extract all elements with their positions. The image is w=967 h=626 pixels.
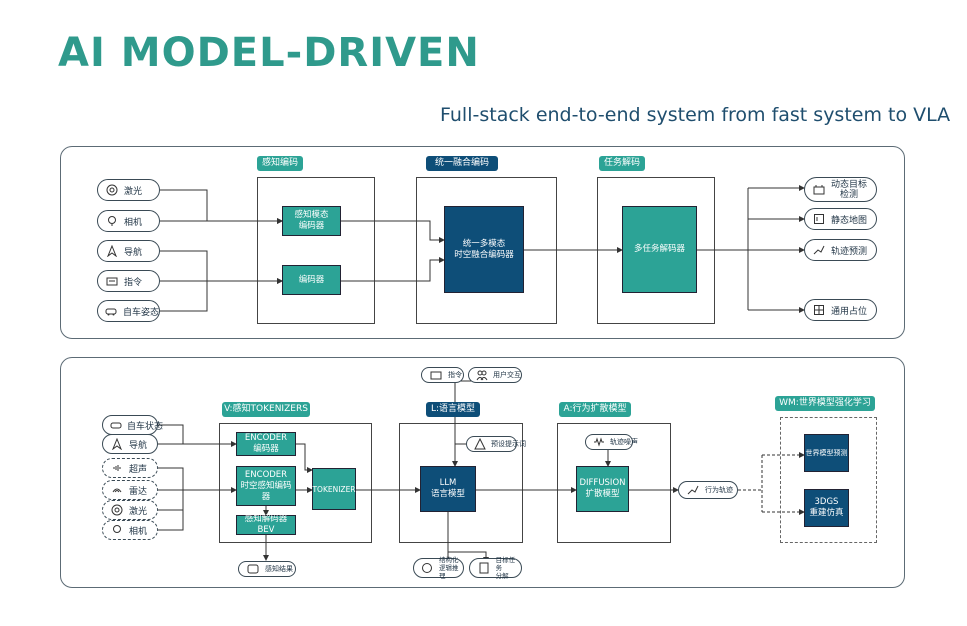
lidar-icon bbox=[105, 183, 119, 197]
users-icon bbox=[476, 368, 488, 382]
output-label: 通用占位 bbox=[831, 306, 868, 317]
diffusion-block: DIFFUSION 扩散模型 bbox=[576, 466, 629, 512]
chip-trajectory-noise: 轨迹噪声 bbox=[585, 434, 638, 450]
a-stage-label: A:行为扩散模型 bbox=[559, 402, 631, 417]
chip-task-decomposition: 目标任务 分解 bbox=[469, 556, 522, 580]
trajectory-icon bbox=[686, 483, 700, 497]
task-icon bbox=[477, 561, 491, 575]
chip-label: 目标任务 分解 bbox=[495, 556, 516, 580]
camera-icon bbox=[110, 523, 124, 537]
input-label: 相机 bbox=[124, 217, 143, 228]
encoder-nav-block: ENCODER 编码器 bbox=[236, 432, 296, 456]
input-label: 导航 bbox=[124, 247, 143, 258]
chip-label: 行为轨迹 bbox=[705, 486, 733, 494]
input-label: 相机 bbox=[129, 526, 148, 537]
perception-encoder-block: 感知模态 编码器 bbox=[282, 206, 341, 236]
wm-stage bbox=[780, 417, 877, 543]
input-label: 雷达 bbox=[129, 486, 148, 497]
input-command: 指令 bbox=[97, 270, 160, 292]
input-radar: 雷达 bbox=[102, 480, 158, 500]
multitask-decoder-block: 多任务解码器 bbox=[622, 206, 697, 293]
input-label: 自车姿态 bbox=[122, 307, 159, 318]
lidar-icon bbox=[110, 503, 124, 517]
output-label: 轨迹预测 bbox=[831, 246, 868, 257]
3dgs-simulation-block: 3DGS 重建仿真 bbox=[804, 489, 849, 527]
chip-behavior-trajectory: 行为轨迹 bbox=[678, 481, 738, 499]
car-icon bbox=[105, 304, 118, 318]
page-title: AI MODEL-DRIVEN bbox=[58, 30, 480, 76]
input-label: 自车状态 bbox=[127, 421, 164, 432]
chip-label: 指令 bbox=[448, 371, 462, 379]
chip-preset-prompt: 预设提示词 bbox=[466, 436, 526, 452]
chip-label: 感知结果 bbox=[265, 565, 293, 573]
radar-icon bbox=[110, 483, 124, 497]
spatiotemporal-encoder-block: ENCODER 时空感知编码器 bbox=[236, 466, 296, 506]
perception-stage bbox=[257, 177, 375, 324]
camera-icon bbox=[105, 214, 119, 228]
input-label: 激光 bbox=[124, 186, 143, 197]
command-icon bbox=[429, 368, 443, 382]
output-trajectory-prediction: 轨迹预测 bbox=[804, 239, 877, 261]
input-lidar: 激光 bbox=[102, 500, 158, 520]
fusion-stage-label: 统一融合编码 bbox=[426, 156, 498, 171]
ultrasonic-icon bbox=[110, 461, 124, 475]
chip-label: 用户交互 bbox=[493, 371, 521, 379]
chip-label: 预设提示词 bbox=[491, 440, 526, 448]
chip-user-interaction: 用户交互 bbox=[468, 367, 522, 383]
command-icon bbox=[105, 274, 119, 288]
chip-label: 结构化 逻辑推理 bbox=[438, 556, 459, 580]
bottom-panel bbox=[60, 357, 905, 588]
input-label: 超声 bbox=[129, 464, 148, 475]
input-navigation: 导航 bbox=[102, 434, 158, 454]
encoder-block: 编码器 bbox=[282, 265, 341, 295]
chip-label: 轨迹噪声 bbox=[610, 438, 638, 446]
output-general-occupancy: 通用占位 bbox=[804, 299, 877, 321]
input-label: 指令 bbox=[124, 277, 143, 288]
world-model-prediction-block: 世界模型预测 bbox=[804, 434, 849, 472]
llm-block: LLM 语言模型 bbox=[420, 466, 476, 512]
input-ultrasonic: 超声 bbox=[102, 458, 158, 478]
input-lidar: 激光 bbox=[97, 179, 160, 201]
occupancy-icon bbox=[812, 303, 826, 317]
perception-stage-label: 感知编码 bbox=[257, 156, 303, 171]
output-label: 动态目标 检测 bbox=[831, 179, 868, 200]
input-ego-pose: 自车姿态 bbox=[97, 300, 160, 322]
logic-icon bbox=[421, 561, 434, 575]
chip-perception-result: 感知结果 bbox=[238, 561, 296, 577]
chip-structured-reasoning: 结构化 逻辑推理 bbox=[413, 556, 464, 580]
navigation-icon bbox=[105, 244, 119, 258]
output-static-map: 静态地图 bbox=[804, 208, 877, 230]
l-stage-label: L:语言模型 bbox=[426, 402, 480, 417]
input-ego-state: 自车状态 bbox=[102, 415, 163, 435]
task-stage-label: 任务解码 bbox=[599, 156, 645, 171]
bev-decoder-block: 感知解码器 BEV bbox=[236, 514, 296, 535]
wm-stage-label: WM:世界模型强化学习 bbox=[775, 396, 875, 411]
input-label: 导航 bbox=[129, 440, 148, 451]
trajectory-icon bbox=[812, 243, 826, 257]
result-icon bbox=[246, 562, 260, 576]
page-subtitle: Full-stack end-to-end system from fast s… bbox=[440, 104, 951, 126]
noise-icon bbox=[593, 435, 605, 449]
tokenizer-block: TOKENIZER bbox=[312, 468, 356, 510]
chip-command: 指令 bbox=[421, 367, 464, 383]
input-camera: 相机 bbox=[97, 210, 160, 232]
input-camera: 相机 bbox=[102, 520, 158, 540]
input-navigation: 导航 bbox=[97, 240, 160, 262]
detection-icon bbox=[812, 183, 826, 197]
navigation-icon bbox=[110, 437, 124, 451]
map-icon bbox=[812, 212, 826, 226]
input-label: 激光 bbox=[129, 506, 148, 517]
v-stage-label: V:感知TOKENIZERS bbox=[222, 402, 310, 417]
unified-fusion-encoder-block: 统一多模态 时空融合编码器 bbox=[444, 206, 524, 293]
warning-icon bbox=[474, 437, 486, 451]
output-label: 静态地图 bbox=[831, 215, 868, 226]
car-icon bbox=[110, 418, 122, 432]
output-dynamic-detection: 动态目标 检测 bbox=[804, 177, 877, 202]
